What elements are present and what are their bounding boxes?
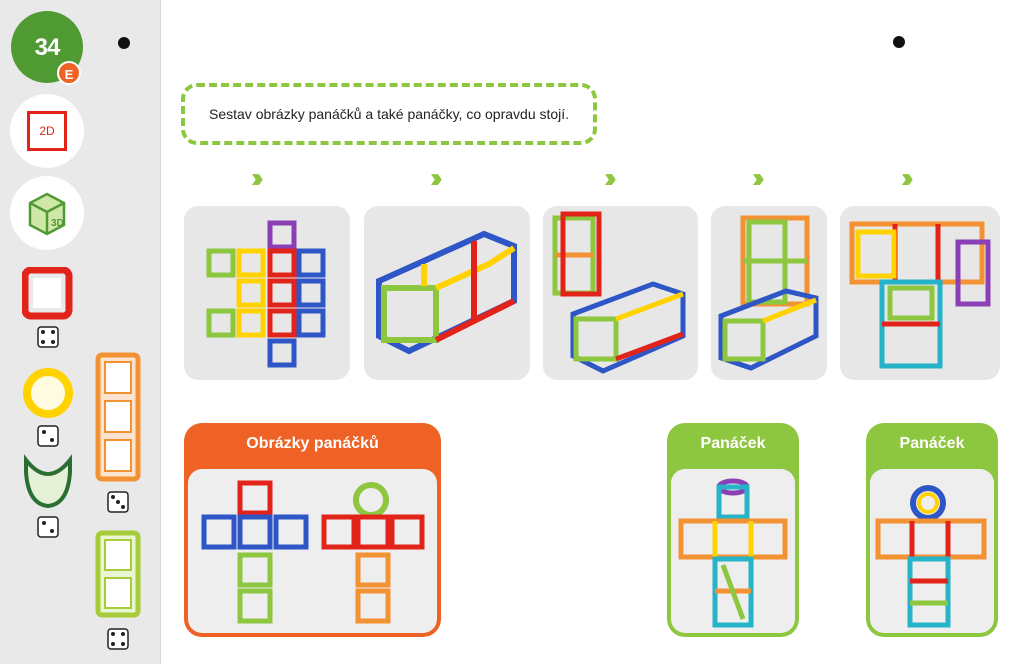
chevron-right-icon: ››: [604, 162, 616, 193]
dice-four-icon: [107, 628, 129, 650]
binder-hole: [893, 36, 905, 48]
binder-hole: [118, 37, 130, 49]
step-4-photo: [711, 206, 827, 380]
step-3-photo: [543, 206, 698, 380]
piece-double-square-icon: [95, 530, 141, 618]
instruction-text: Sestav obrázky panáčků a také panáčky, c…: [209, 106, 570, 122]
2d-icon: 2D: [10, 94, 84, 168]
instruction-box: Sestav obrázky panáčků a také panáčky, c…: [181, 83, 597, 145]
piece-triple-square-icon: [95, 352, 141, 482]
level-badge: E: [57, 61, 81, 85]
chevron-right-icon: ››: [901, 162, 913, 193]
step-1-photo: [184, 206, 350, 380]
step-5-photo: [840, 206, 1000, 380]
figure-2-panel: Panáček: [866, 423, 998, 637]
dice-four-icon: [37, 326, 59, 348]
pictures-panel: Obrázky panáčků: [184, 423, 441, 637]
pictures-panel-title: Obrázky panáčků: [246, 435, 379, 452]
figure-1-title: Panáček: [700, 435, 766, 452]
3d-icon: 3D: [10, 176, 84, 250]
2d-label: 2D: [27, 111, 67, 151]
figure-2-photo: [870, 469, 994, 633]
chevron-right-icon: ››: [430, 162, 442, 193]
piece-square-icon: [22, 267, 74, 321]
figure-2-title: Panáček: [899, 435, 965, 452]
chevron-right-icon: ››: [251, 162, 263, 193]
figure-1-photo: [671, 469, 795, 633]
dice-two-icon: [37, 425, 59, 447]
dice-two-icon: [37, 516, 59, 538]
piece-arc-icon: [20, 454, 76, 510]
3d-label: 3D: [51, 218, 64, 229]
dice-three-icon: [107, 491, 129, 513]
figure-1-panel: Panáček: [667, 423, 799, 637]
step-2-photo: [364, 206, 530, 380]
pictures-photo: [188, 469, 437, 633]
chevron-right-icon: ››: [752, 162, 764, 193]
piece-ring-icon: [22, 367, 74, 419]
